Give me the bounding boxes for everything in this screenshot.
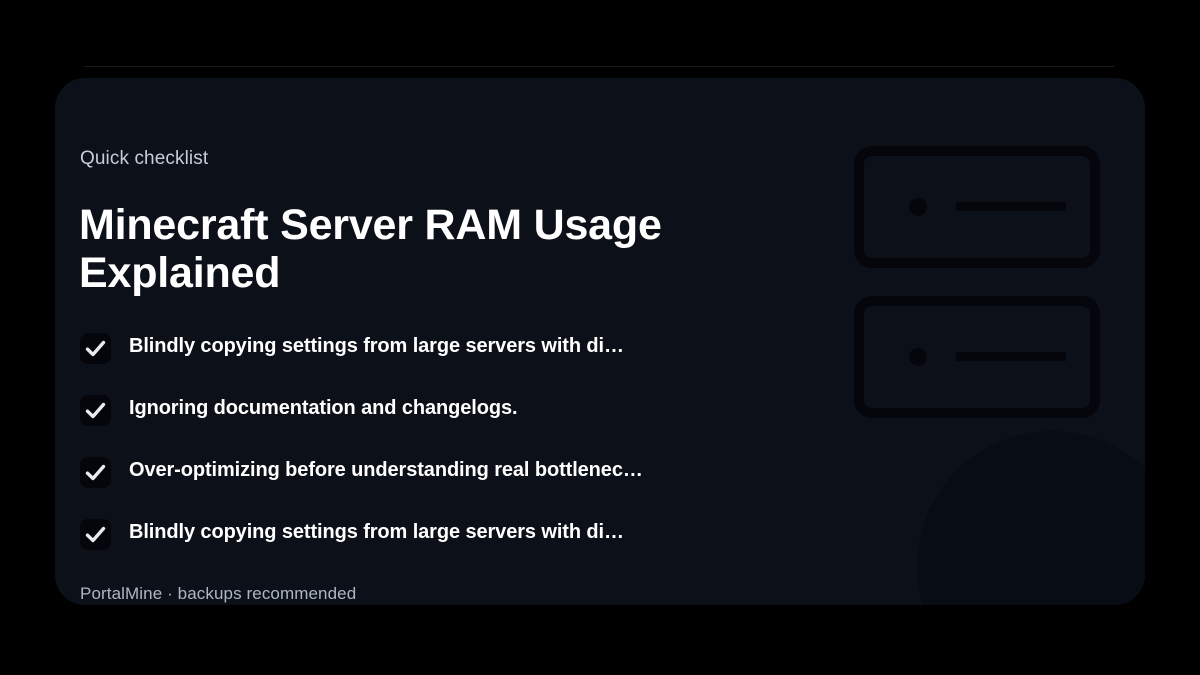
list-item[interactable]: Over-optimizing before understanding rea… [80, 452, 780, 514]
checkbox-checked-icon[interactable] [80, 395, 111, 426]
card-content: Quick checklist Minecraft Server RAM Usa… [55, 78, 1145, 605]
server-status-dot-icon [909, 348, 927, 366]
list-item[interactable]: Ignoring documentation and changelogs. [80, 390, 780, 452]
list-item[interactable]: Blindly copying settings from large serv… [80, 328, 780, 390]
server-status-dot-icon [909, 198, 927, 216]
server-rack-icon [854, 146, 1100, 268]
checklist: Blindly copying settings from large serv… [80, 328, 780, 576]
list-item-label: Blindly copying settings from large serv… [129, 521, 624, 543]
card-top-highlight [84, 66, 1114, 67]
list-item-label: Over-optimizing before understanding rea… [129, 459, 643, 481]
server-slot-bar-icon [956, 202, 1066, 211]
checkbox-checked-icon[interactable] [80, 519, 111, 550]
checklist-card: Quick checklist Minecraft Server RAM Usa… [55, 78, 1145, 605]
server-rack-icon [854, 296, 1100, 418]
checkbox-checked-icon[interactable] [80, 457, 111, 488]
footer-note: PortalMine · backups recommended [80, 584, 357, 603]
server-slot-bar-icon [956, 352, 1066, 361]
list-item-label: Blindly copying settings from large serv… [129, 335, 624, 357]
list-item[interactable]: Blindly copying settings from large serv… [80, 514, 780, 576]
eyebrow-label: Quick checklist [80, 148, 209, 169]
checkbox-checked-icon[interactable] [80, 333, 111, 364]
page-title: Minecraft Server RAM Usage Explained [79, 201, 662, 297]
list-item-label: Ignoring documentation and changelogs. [129, 397, 518, 419]
